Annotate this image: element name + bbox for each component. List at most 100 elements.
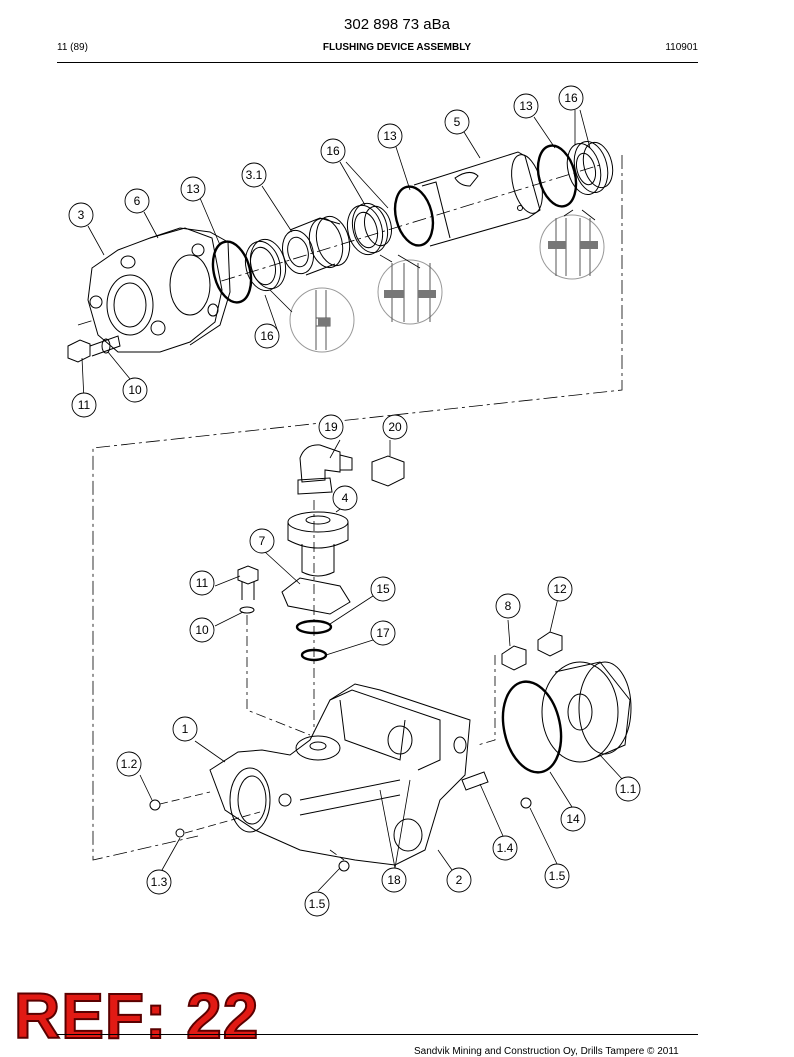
callout-13-left: 13 <box>180 176 206 202</box>
callout-1-5-lower: 1.5 <box>304 891 330 917</box>
svg-text:11: 11 <box>196 576 209 590</box>
svg-text:8: 8 <box>505 599 512 613</box>
flange-housing <box>87 227 231 353</box>
callout-13-right: 13 <box>513 93 539 119</box>
document-number: 302 898 73 aBa <box>344 16 450 33</box>
callout-19: 19 <box>318 414 344 440</box>
callout-18: 18 <box>381 867 407 893</box>
footer-copyright: Sandvik Mining and Construction Oy, Dril… <box>414 1046 679 1057</box>
svg-text:4: 4 <box>342 491 349 505</box>
callout-3-1: 3.1 <box>241 162 267 188</box>
svg-text:13: 13 <box>383 129 397 143</box>
elbow-fitting-19 <box>297 444 353 495</box>
callout-10-lower: 10 <box>189 617 215 643</box>
svg-text:11: 11 <box>78 398 91 412</box>
callout-15: 15 <box>370 576 396 602</box>
seal-detail-right <box>539 214 605 280</box>
o-ring-13-left <box>211 240 253 304</box>
svg-text:13: 13 <box>186 182 200 196</box>
callout-7: 7 <box>249 528 275 554</box>
callout-5: 5 <box>444 109 470 135</box>
svg-text:1.1: 1.1 <box>620 782 637 796</box>
svg-text:6: 6 <box>134 194 141 208</box>
assembly-boundary <box>92 155 623 861</box>
svg-text:2: 2 <box>456 873 463 887</box>
o-ring-13-middle <box>393 185 435 247</box>
svg-text:10: 10 <box>195 623 209 637</box>
bolt-11-upper <box>67 335 121 363</box>
svg-text:18: 18 <box>387 873 401 887</box>
callout-14: 14 <box>560 806 586 832</box>
svg-text:16: 16 <box>564 91 578 105</box>
svg-text:17: 17 <box>376 626 390 640</box>
callout-8: 8 <box>495 593 521 619</box>
callout-13-middle: 13 <box>377 123 403 149</box>
callout-12: 12 <box>547 576 573 602</box>
svg-text:12: 12 <box>553 582 567 596</box>
svg-text:1.3: 1.3 <box>151 875 168 889</box>
seal-16-left <box>244 238 287 292</box>
svg-text:15: 15 <box>376 582 390 596</box>
header-rule <box>57 62 698 63</box>
svg-text:1.5: 1.5 <box>309 897 326 911</box>
callout-20: 20 <box>382 414 408 440</box>
callout-1: 1 <box>172 716 198 742</box>
gasket-7 <box>281 577 351 615</box>
o-ring-13-right <box>536 144 578 208</box>
plug-1-3 <box>175 828 185 838</box>
main-body-1 <box>209 683 471 866</box>
upper-centre-axis <box>77 164 601 326</box>
washer-10-lower <box>239 606 255 614</box>
svg-text:10: 10 <box>128 383 142 397</box>
body-tube-5 <box>413 151 543 247</box>
callout-16-left: 16 <box>254 323 280 349</box>
callout-4: 4 <box>332 485 358 511</box>
callout-16-right: 16 <box>558 85 584 111</box>
svg-text:14: 14 <box>566 812 580 826</box>
seal-detail-left <box>289 287 355 353</box>
callout-1-5-right: 1.5 <box>544 863 570 889</box>
o-ring-14 <box>501 680 563 774</box>
svg-text:3.1: 3.1 <box>246 168 263 182</box>
page-title: FLUSHING DEVICE ASSEMBLY <box>322 42 472 53</box>
seal-16-middle <box>346 202 393 256</box>
pin-1-4 <box>461 771 489 791</box>
callout-1-4: 1.4 <box>492 835 518 861</box>
fitting-8 <box>501 645 527 671</box>
callout-6: 6 <box>124 188 150 214</box>
svg-text:1: 1 <box>182 722 189 736</box>
svg-text:7: 7 <box>259 534 266 548</box>
plug-1-2 <box>149 799 161 811</box>
svg-text:20: 20 <box>388 420 402 434</box>
ref-stamp: REF: 22 <box>13 980 260 1052</box>
fitting-12 <box>537 631 563 657</box>
seal-detail-middle <box>377 259 443 325</box>
svg-text:1.5: 1.5 <box>549 869 566 883</box>
callout-2: 2 <box>446 867 472 893</box>
page-reference: 11 (89) <box>57 42 88 53</box>
callout-1-3: 1.3 <box>146 869 172 895</box>
callout-1-2: 1.2 <box>116 751 142 777</box>
callout-1-1: 1.1 <box>615 776 641 802</box>
svg-text:1.4: 1.4 <box>497 841 514 855</box>
date-code: 110901 <box>665 42 698 53</box>
plug-1-5-lower <box>338 860 350 872</box>
bolt-11-lower <box>237 565 259 600</box>
svg-text:19: 19 <box>324 420 338 434</box>
callout-3: 3 <box>68 202 94 228</box>
end-cap-1-1 <box>541 661 632 763</box>
svg-text:13: 13 <box>519 99 533 113</box>
seal-16-right <box>566 140 614 196</box>
svg-text:16: 16 <box>326 144 340 158</box>
callout-11-lower: 11 <box>189 570 215 596</box>
nut-20 <box>371 455 405 487</box>
svg-text:1.2: 1.2 <box>121 757 138 771</box>
callout-17: 17 <box>370 620 396 646</box>
footer-rule <box>57 1034 698 1035</box>
callout-11-upper: 11 <box>71 392 97 418</box>
sleeve-3-1 <box>282 215 351 276</box>
svg-text:5: 5 <box>454 115 461 129</box>
svg-text:3: 3 <box>78 208 85 222</box>
svg-text:16: 16 <box>260 329 274 343</box>
